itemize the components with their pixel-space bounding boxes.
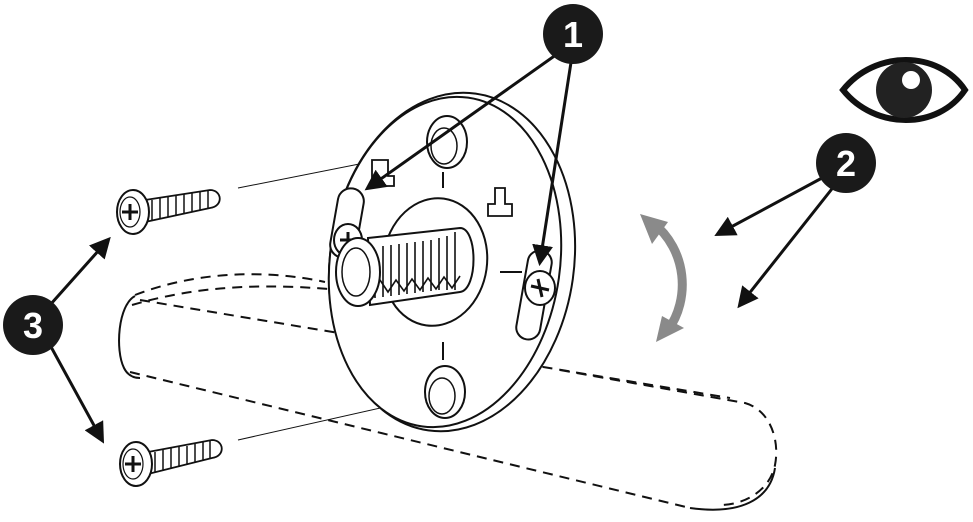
eye-icon — [839, 57, 969, 123]
leader-arrows — [48, 50, 837, 444]
callout-2: 2 — [816, 133, 876, 193]
callout-2-badge — [816, 133, 876, 193]
lever-handle-end — [118, 295, 141, 379]
callout-1: 1 — [543, 4, 603, 64]
callout-3-badge — [3, 295, 63, 355]
callout-1-label: 1 — [563, 14, 583, 55]
callout-2-label: 2 — [836, 143, 856, 184]
wood-screw-top — [116, 189, 221, 235]
callout-1-badge — [543, 4, 603, 64]
tab-right — [487, 187, 513, 217]
lever-handle-outline — [129, 273, 778, 509]
rotation-arrow — [640, 214, 687, 342]
wood-screw-bottom — [119, 439, 223, 487]
callout-3: 3 — [3, 295, 63, 355]
slot-screw-right — [524, 270, 556, 306]
lever-handle-tip — [689, 467, 776, 511]
callout-3-label: 3 — [23, 305, 43, 346]
threaded-spindle — [335, 226, 475, 307]
